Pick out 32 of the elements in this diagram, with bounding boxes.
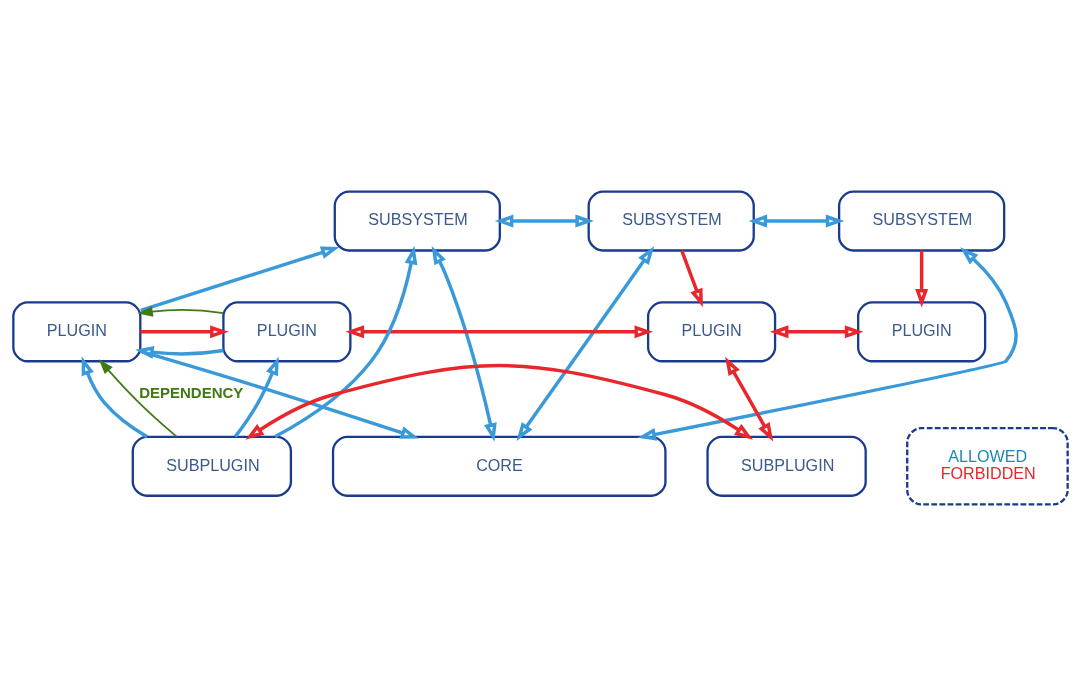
arrow bbox=[748, 214, 845, 228]
node-box: PLUGIN bbox=[12, 300, 142, 362]
arrow bbox=[494, 214, 594, 228]
arrow bbox=[135, 345, 224, 359]
arrow bbox=[140, 245, 340, 312]
arrow bbox=[516, 245, 655, 441]
arrow bbox=[98, 358, 178, 437]
arrow bbox=[81, 356, 148, 438]
node-box: ALLOWED FORBIDDEN bbox=[906, 426, 1069, 506]
arrow bbox=[431, 245, 497, 442]
node-box: PLUGIN bbox=[857, 300, 987, 362]
edge-label: DEPENDENCY bbox=[139, 383, 244, 401]
arrow bbox=[140, 349, 419, 439]
arrow bbox=[245, 363, 753, 440]
arrow bbox=[274, 245, 418, 438]
node-box: SUBSYSTEM bbox=[837, 189, 1006, 252]
node-box: CORE bbox=[331, 435, 667, 497]
arrow bbox=[637, 246, 1018, 441]
arrow bbox=[769, 324, 864, 338]
node-box: PLUGIN bbox=[646, 300, 777, 362]
node-box: SUBSYSTEM bbox=[333, 189, 501, 252]
arrow bbox=[233, 356, 279, 438]
node-box: SUBPLUGIN bbox=[706, 435, 867, 497]
node-box: PLUGIN bbox=[222, 300, 352, 362]
node-box: SUBSYSTEM bbox=[587, 189, 755, 252]
arrow bbox=[345, 324, 654, 338]
arrow bbox=[680, 249, 703, 307]
arrow bbox=[137, 305, 225, 317]
arrow bbox=[725, 356, 774, 441]
arrow bbox=[915, 250, 929, 308]
arrow bbox=[140, 324, 229, 338]
node-box: SUBPLUGIN bbox=[131, 435, 293, 497]
